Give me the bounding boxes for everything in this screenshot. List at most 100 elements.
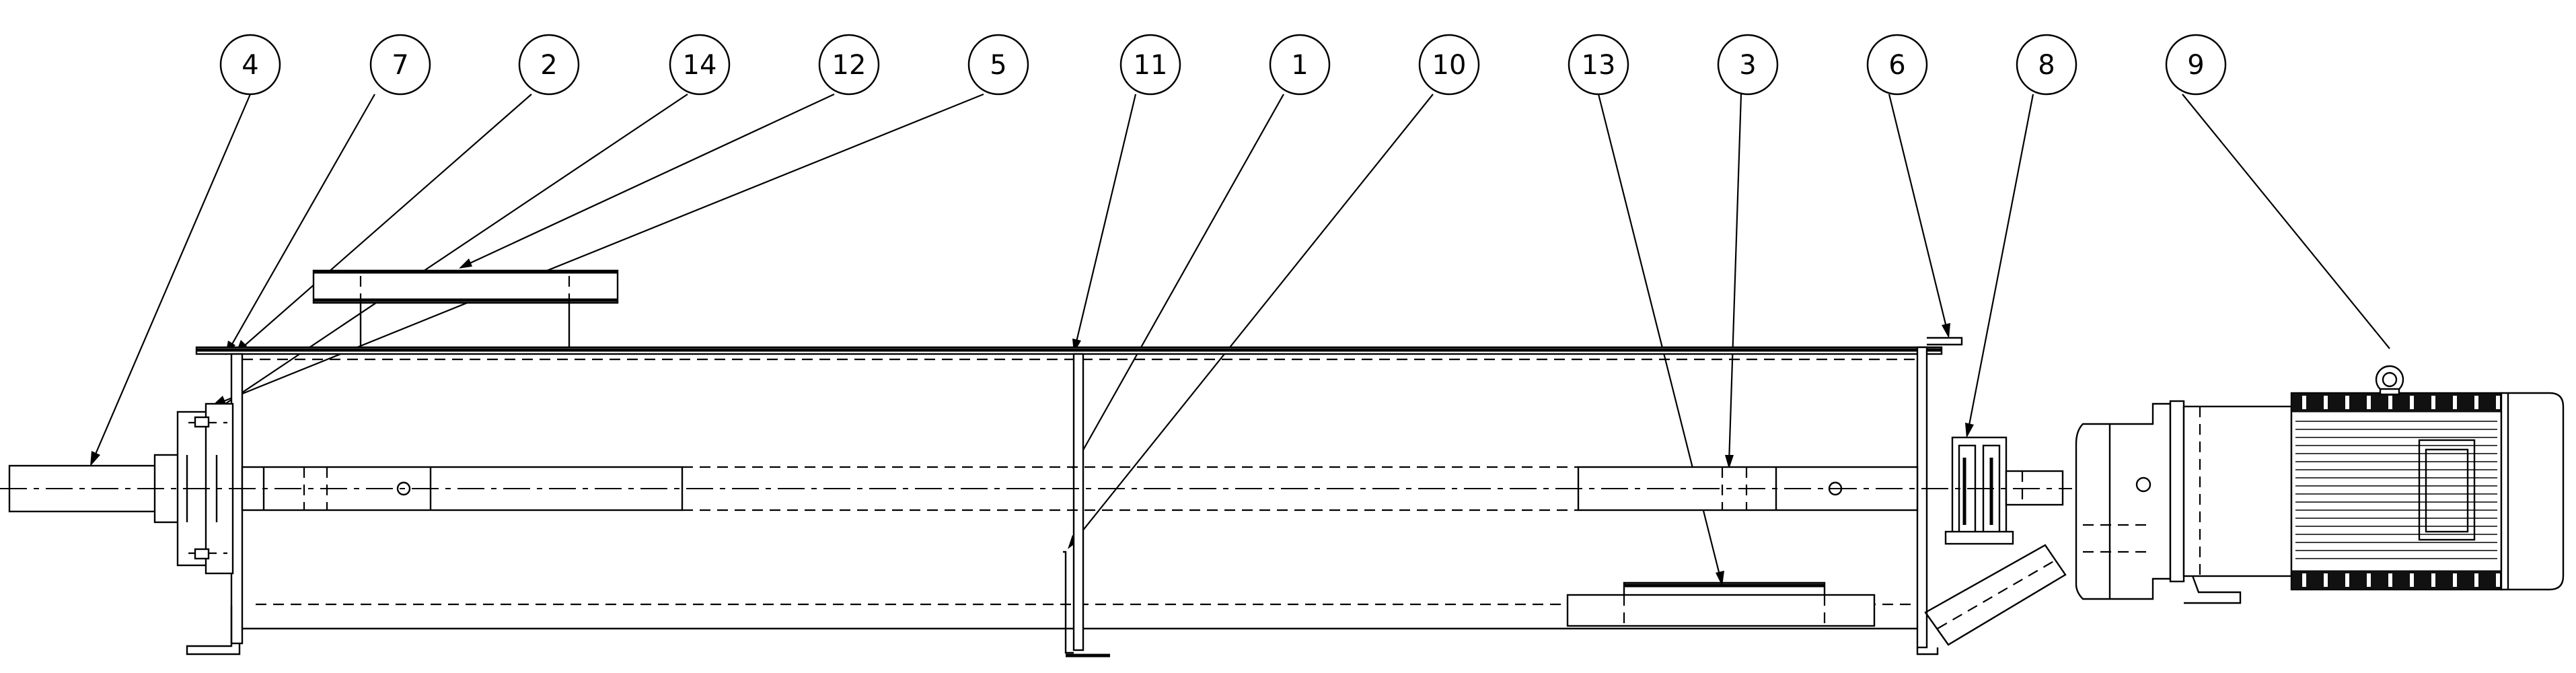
callout-3-label: 3 [1739,50,1756,81]
motor-fin-gap [2431,573,2435,587]
callout-7: 7 [369,34,431,96]
callout-5: 5 [967,34,1029,96]
callout-3: 3 [1717,34,1779,96]
arrowhead-4 [90,451,100,466]
inlet-flange [312,269,619,304]
motor-fin-band-bottom [2291,570,2502,590]
left-end-foot [186,606,241,656]
leader-9 [2182,94,2390,349]
motor-fin-gap [2474,396,2478,409]
leader-7 [228,94,375,351]
callout-10: 10 [1418,34,1480,96]
motor-lifting-eye-hole [2382,371,2398,388]
callout-1-circle [1269,34,1331,96]
callout-11-label: 11 [1134,50,1168,81]
callout-9: 9 [2165,34,2227,96]
callout-1: 1 [1269,34,1331,96]
outlet-flange [1566,594,1876,627]
arrowhead-3 [1725,455,1734,469]
callout-14-circle [669,34,731,96]
leader-lines [91,93,2390,581]
callout-8-circle [2016,34,2077,96]
callout-7-circle [369,34,431,96]
callout-4-circle [219,34,281,96]
callout-11: 11 [1119,34,1181,96]
discharge-chute-outline [1924,544,2067,646]
gear-reducer [2075,400,2242,604]
callout-2: 2 [518,34,580,96]
callout-1-label: 1 [1291,50,1308,81]
callout-5-circle [967,34,1029,96]
callout-2-circle [518,34,580,96]
leader-11 [1074,94,1137,348]
callout-13: 13 [1568,34,1629,96]
motor-fin-gap [2453,573,2457,587]
callout-10-label: 10 [1432,50,1467,81]
leader-6 [1888,94,1949,333]
motor-fin-gap [2324,396,2328,409]
motor-fin-gap [2345,396,2349,409]
callout-9-label: 9 [2187,50,2204,81]
motor-fan-cover [2500,392,2565,591]
motor-fin-gap [2367,396,2371,409]
discharge-chute [1924,544,2067,646]
motor-lifting-eye-base [2379,388,2400,396]
motor-fin-gap [2453,396,2457,409]
leader-1 [1074,94,1284,465]
right-end-plate [1916,346,1928,649]
right-end-flange [1927,336,1963,346]
leader-12 [464,94,835,267]
leader-10 [1070,94,1434,546]
motor-fin-gap [2474,573,2478,587]
electric-motor [2182,365,2565,591]
motor-fin-gap [2410,396,2414,409]
callout-11-circle [1119,34,1181,96]
callout-balloons: 4 7 2 14 12 5 11 1 [219,34,2227,96]
callout-6: 6 [1866,34,1928,96]
outlet-spout [1566,581,1876,627]
motor-terminal-box-inner [2425,448,2469,533]
left-bearing-bolt-top [194,416,210,428]
motor-fin-gap [2388,396,2392,409]
outlet-neck [1623,581,1826,595]
discharge-chute-hidden [1937,559,2057,629]
leader-4 [91,94,252,461]
callout-14: 14 [669,34,731,96]
arrowhead-12 [459,258,472,269]
leader-arrowheads [90,258,1974,586]
motor-fin-gap [2496,396,2500,409]
callout-6-circle [1866,34,1928,96]
leader-3 [1728,94,1742,464]
trough-housing [186,336,1963,658]
callout-14-label: 14 [683,50,717,81]
motor-fin-gap [2496,573,2500,587]
callout-9-circle [2165,34,2227,96]
motor-fin-gap [2302,573,2306,587]
coupling-left-jaw [1958,444,1977,536]
motor-fin-gap [2302,396,2306,409]
gear-reducer-plug [2135,476,2151,493]
right-end-foot [1916,647,1939,656]
motor-fin-gap [2324,573,2328,587]
callout-13-label: 13 [1582,50,1616,81]
callout-8-label: 8 [2038,50,2055,81]
leader-8 [1966,94,2034,433]
callout-8: 8 [2016,34,2077,96]
motor-fin-band-top [2291,392,2502,413]
callout-4: 4 [219,34,281,96]
motor-adapter [2182,405,2293,577]
arrowhead-8 [1965,423,1974,438]
gear-reducer-flange [2169,400,2185,583]
motor-fin-gap [2388,573,2392,587]
callout-10-circle [1418,34,1480,96]
callout-3-circle [1717,34,1779,96]
callout-12-label: 12 [832,50,867,81]
gear-reducer-body [2075,402,2172,600]
leader-2 [239,94,532,351]
motor-frame [2290,392,2503,591]
hanger-bracket-10 [1063,551,1074,654]
motor-fin-gap [2431,396,2435,409]
motor-fin-gap [2410,573,2414,587]
callout-12: 12 [818,34,880,96]
